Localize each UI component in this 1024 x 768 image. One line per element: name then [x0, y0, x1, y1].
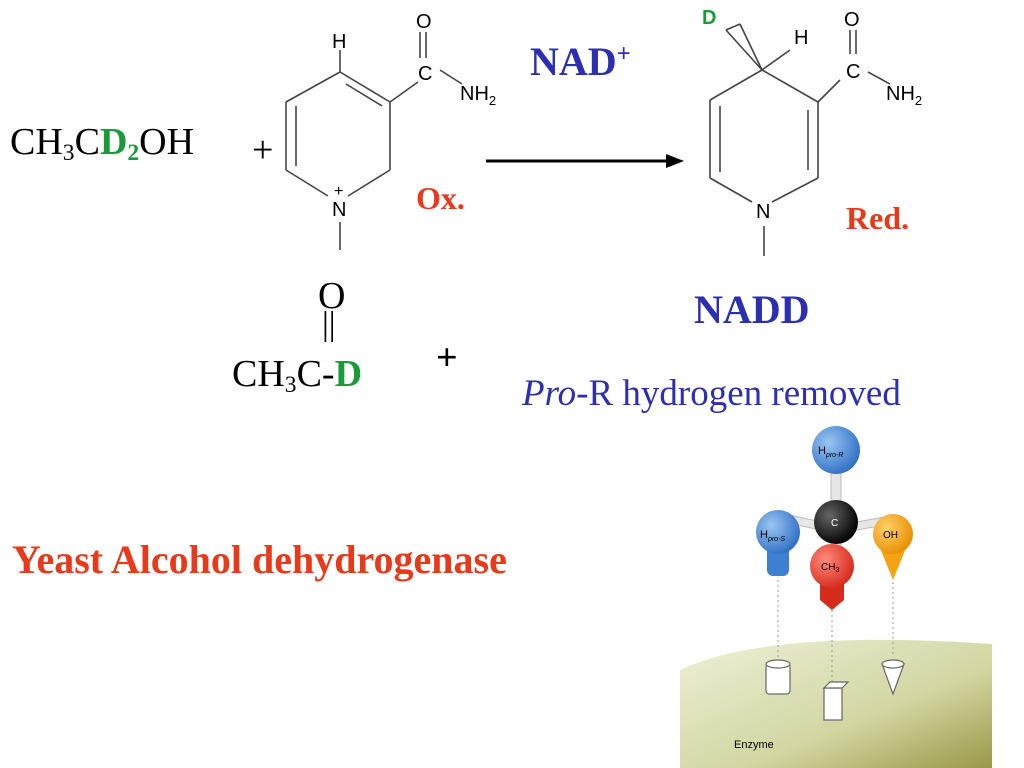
oh-sphere	[873, 514, 913, 554]
ch3-sphere	[810, 544, 854, 588]
nad-ox-h: H	[332, 31, 346, 53]
carbon-sphere	[814, 500, 858, 544]
reduced-label: Red.	[846, 200, 910, 236]
enzyme-binding-model: Enzyme Hpro-S Hpro-R OH C CH3	[680, 426, 992, 768]
h-pro-r-sphere	[812, 426, 860, 474]
nad-ox-charge: +	[334, 183, 343, 200]
nad-red-d: D	[702, 7, 716, 29]
product-plus-sign: +	[436, 337, 458, 379]
ch3-label: CH3	[821, 562, 839, 574]
enzyme-title: Yeast Alcohol dehydrogenase	[12, 537, 507, 582]
nad-oxidized-structure: H O C NH2 + N	[285, 11, 496, 250]
nad-ox-n: N	[332, 199, 346, 221]
carbon-label: C	[831, 518, 838, 529]
h-pro-s-label: Hpro-S	[760, 529, 785, 543]
nad-ox-c: C	[418, 63, 432, 85]
nad-red-nh2: NH2	[886, 83, 922, 108]
oh-label: OH	[883, 530, 898, 541]
nad-red-h: H	[794, 27, 808, 49]
pro-r-note: Pro-R hydrogen removed	[522, 373, 901, 414]
nad-red-o: O	[844, 9, 860, 31]
binding-site-shapes	[765, 659, 905, 721]
enzyme-label: Enzyme	[734, 739, 774, 751]
nad-red-n: N	[756, 201, 770, 223]
oxidized-label: Ox.	[416, 180, 465, 216]
nad-red-c: C	[846, 61, 860, 83]
acetaldehyde-double-bond: ||	[322, 306, 336, 343]
nad-ox-nh2: NH2	[460, 83, 496, 108]
nad-plus-label: NAD+	[530, 39, 631, 84]
nad-ox-o: O	[416, 11, 432, 33]
acetaldehyde-formula: CH3C-D	[232, 353, 363, 398]
acetaldehyde-oxygen: O	[318, 275, 346, 317]
reaction-arrow	[486, 154, 684, 168]
nad-reduced-structure: D H O C NH2 N	[702, 7, 922, 256]
h-pro-s-sphere	[756, 510, 800, 554]
ethanol-formula: CH3CD2OH	[10, 121, 195, 166]
h-pro-r-label: Hpro-R	[818, 445, 843, 459]
nadd-label: NADD	[694, 287, 810, 332]
acetaldehyde-deuterium: D	[334, 353, 363, 395]
deuterium-label: D	[99, 121, 128, 163]
plus-sign: +	[252, 129, 274, 171]
